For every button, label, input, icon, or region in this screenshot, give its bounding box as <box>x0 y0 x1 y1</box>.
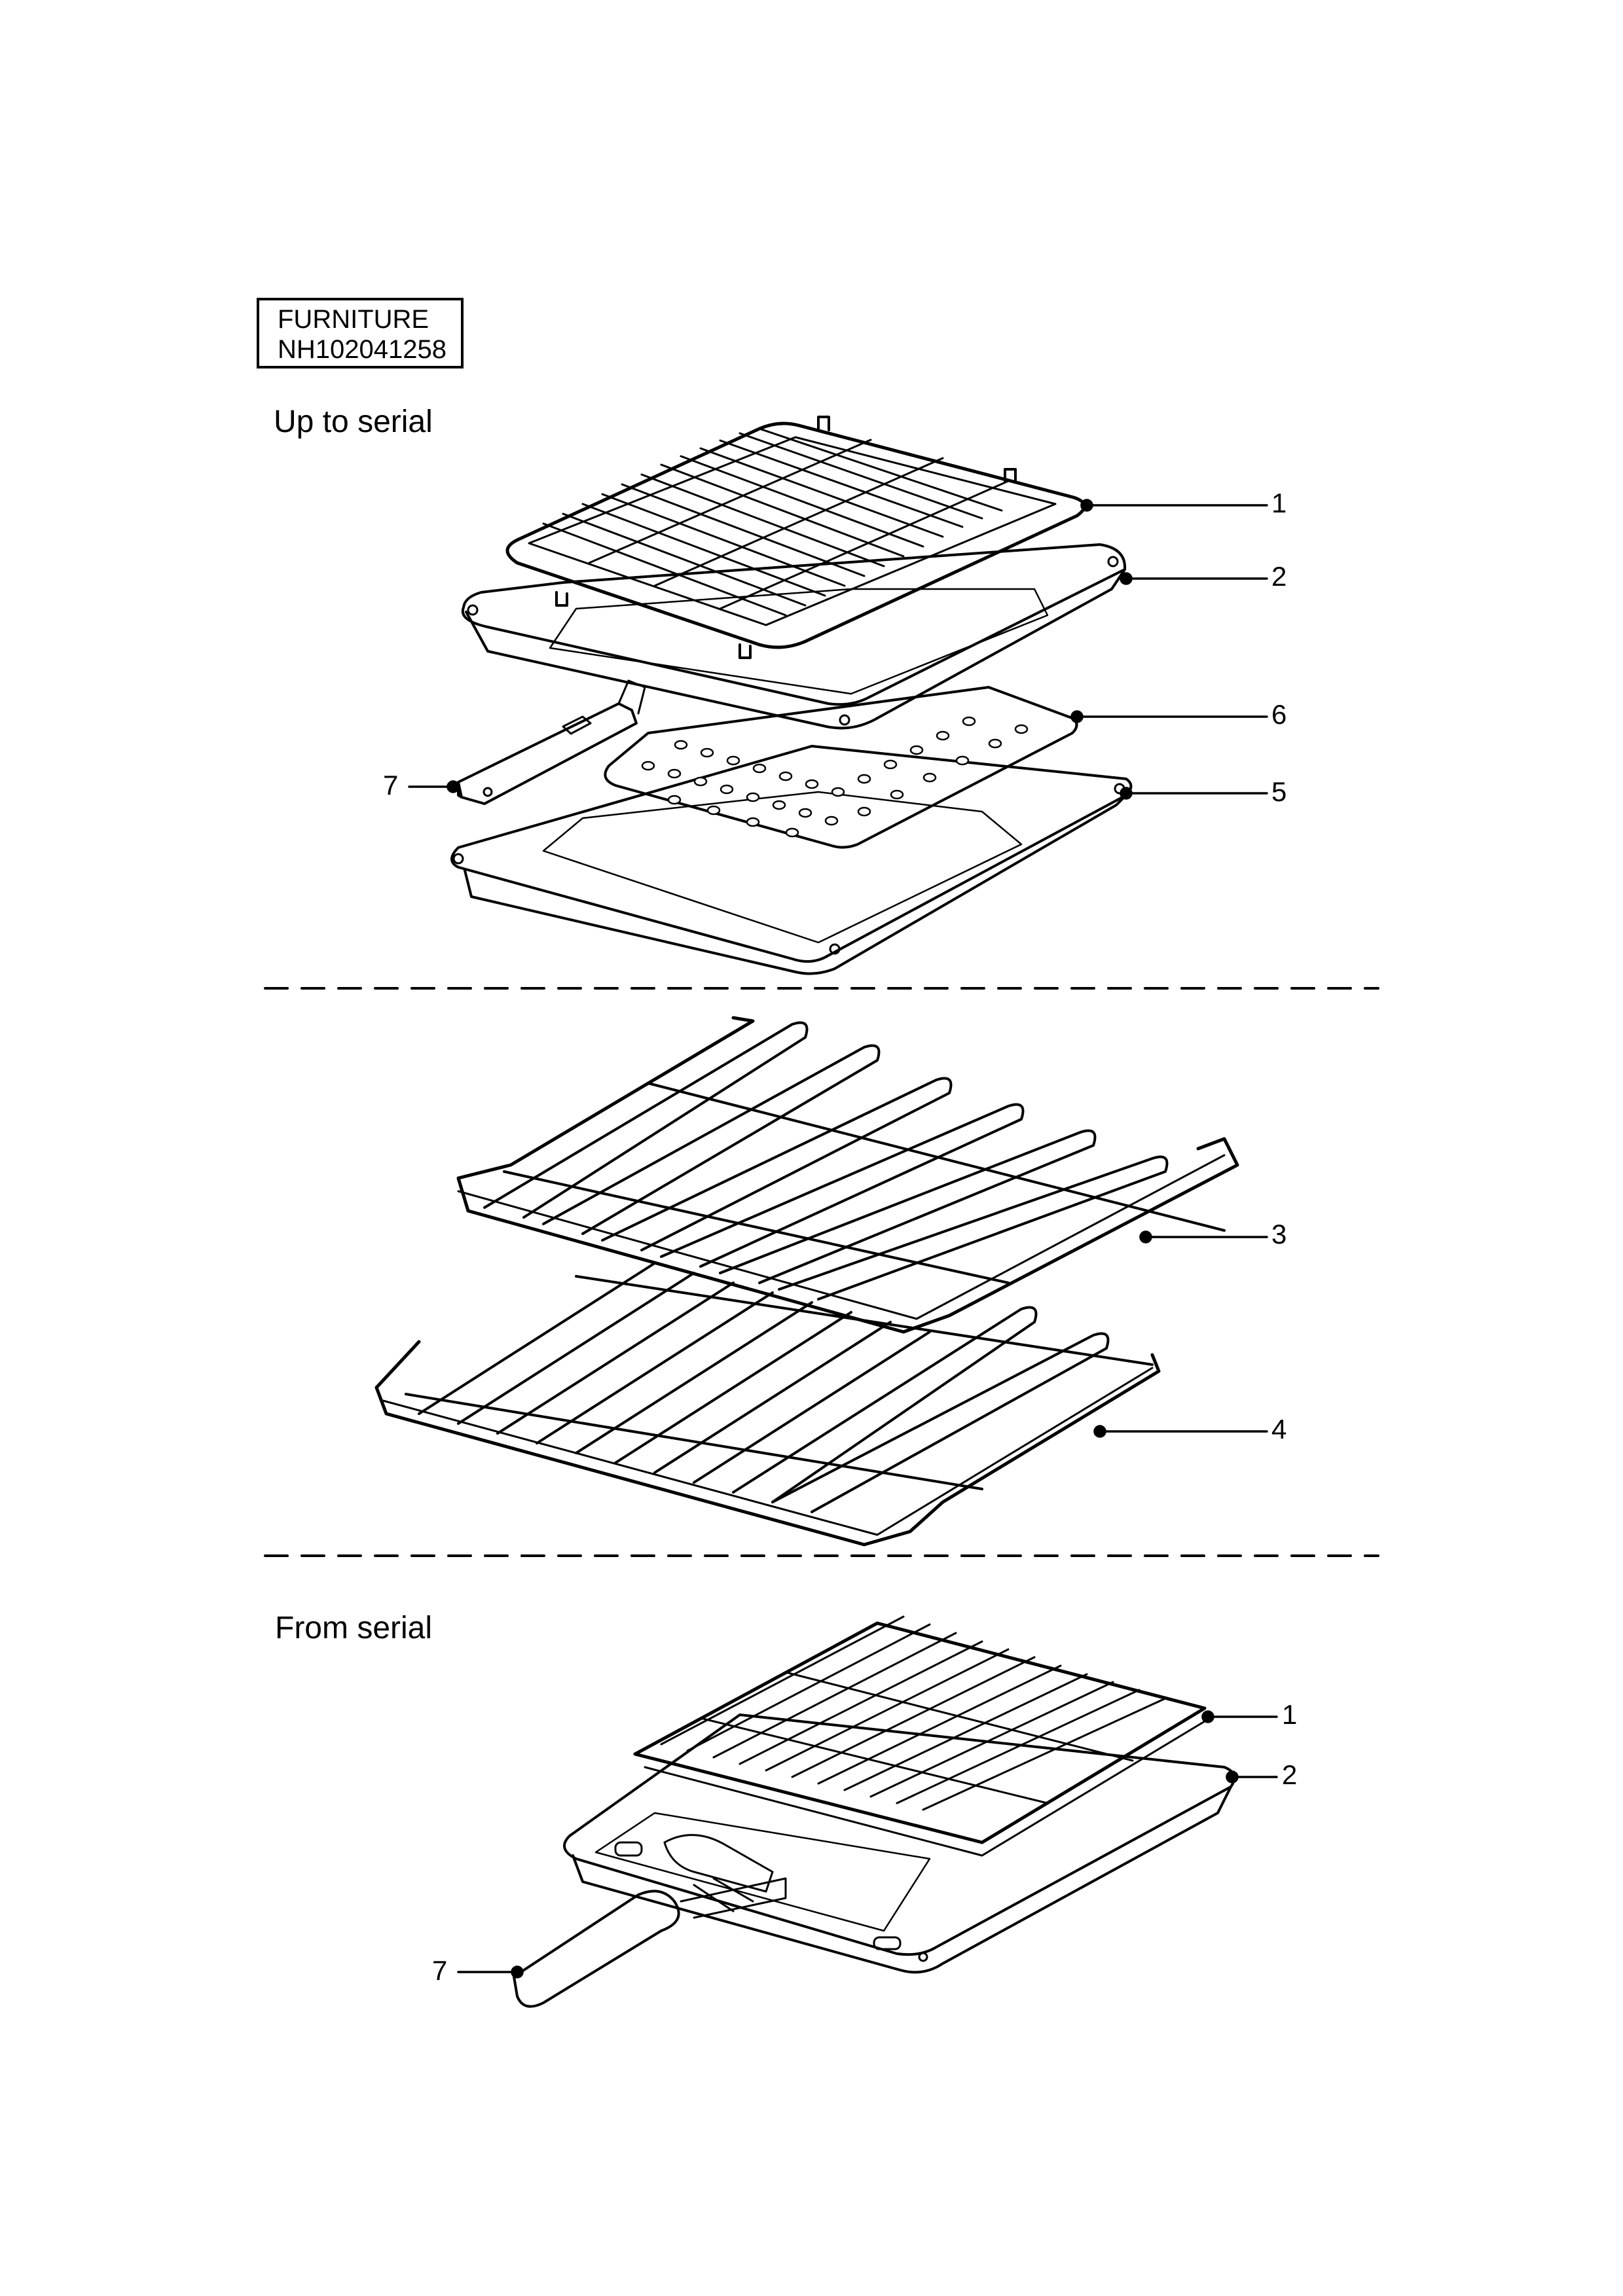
callout-middle-4: 4 <box>1271 1414 1287 1444</box>
part-2-grill-pan <box>461 543 1127 730</box>
perforation-holes <box>641 716 1029 838</box>
grid-wires-lower <box>660 1615 1167 1811</box>
part-5-baking-tray <box>450 745 1133 975</box>
callout-lower-1: 1 <box>1282 1699 1298 1730</box>
callout-upper-7: 7 <box>383 770 399 800</box>
leader-lines-lower <box>457 1710 1278 1979</box>
callout-lower-7: 7 <box>432 1955 448 1986</box>
part-1-grill-grid-lower <box>633 1615 1207 1857</box>
grid-wires <box>542 427 1010 617</box>
callout-upper-6: 6 <box>1271 699 1287 730</box>
section-label-from-serial: From serial <box>275 1611 433 1645</box>
part-category: FURNITURE <box>278 305 429 334</box>
leader-lines-upper <box>408 499 1268 800</box>
part-number: NH102041258 <box>278 335 447 364</box>
part-3-oven-shelf <box>456 1016 1239 1334</box>
part-6-perforated-insert <box>604 686 1078 849</box>
callout-upper-2: 2 <box>1271 561 1287 592</box>
leader-lines-middle <box>1093 1230 1268 1438</box>
part-7-handle-lower <box>513 1834 787 2008</box>
callout-lower-2: 2 <box>1282 1759 1298 1790</box>
callout-upper-1: 1 <box>1271 488 1287 518</box>
part-reference-box: FURNITURE NH102041258 <box>257 298 464 368</box>
shelf-rods-lower <box>418 1262 1110 1513</box>
section-label-up-to-serial: Up to serial <box>274 404 433 439</box>
shelf-rods <box>483 1021 1169 1300</box>
callout-upper-5: 5 <box>1271 776 1287 807</box>
part-4-oven-shelf <box>374 1262 1161 1547</box>
callout-middle-3: 3 <box>1271 1219 1287 1249</box>
part-1-grill-grid <box>505 416 1086 659</box>
